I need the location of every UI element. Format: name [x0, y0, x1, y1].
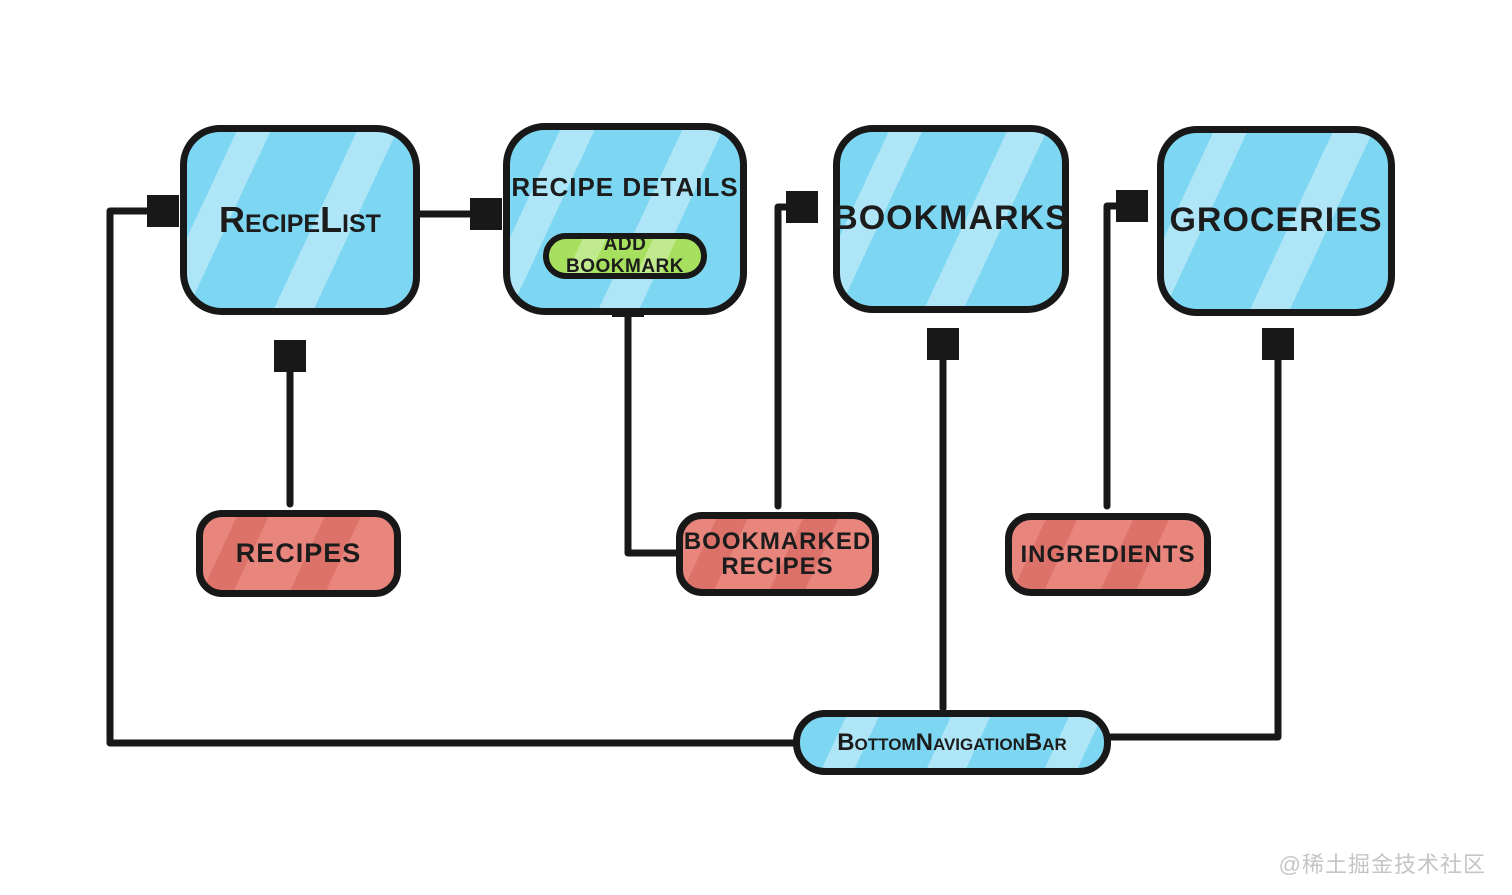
edge-bookmarkedrecipes-to-addbookmark — [628, 299, 680, 557]
node-bottom-navigation-bar-label: BottomNavigationBar — [837, 728, 1067, 756]
edge-ingredients-to-groceries — [1103, 206, 1134, 510]
node-ingredients: INGREDIENTS — [1005, 513, 1211, 596]
node-recipes-label: RECIPES — [235, 538, 362, 569]
edge-bookmarkedrecipes-to-bookmarks — [774, 207, 804, 510]
node-recipe-details: RECIPE DETAILS ADD BOOKMARK — [503, 123, 747, 315]
node-groceries-label: GROCERIES — [1169, 201, 1383, 240]
node-bookmarked-recipes: BOOKMARKED RECIPES — [676, 512, 879, 596]
add-bookmark-button-label: ADD BOOKMARK — [566, 234, 684, 278]
node-bookmarks: BOOKMARKS — [833, 125, 1069, 313]
add-bookmark-button: ADD BOOKMARK — [543, 233, 707, 280]
node-bookmarked-recipes-label: BOOKMARKED RECIPES — [683, 527, 872, 580]
node-recipe-list-label: RecipeList — [219, 199, 381, 241]
node-recipe-list: RecipeList — [180, 125, 420, 315]
watermark-text: @稀土掘金技术社区 — [1278, 852, 1486, 877]
node-bottom-navigation-bar: BottomNavigationBar — [793, 710, 1111, 775]
node-ingredients-label: INGREDIENTS — [1020, 540, 1196, 568]
node-recipes: RECIPES — [196, 510, 401, 597]
node-bookmarks-label: BOOKMARKS — [833, 199, 1069, 238]
node-recipe-details-label: RECIPE DETAILS — [511, 172, 739, 202]
node-groceries: GROCERIES — [1157, 126, 1395, 316]
